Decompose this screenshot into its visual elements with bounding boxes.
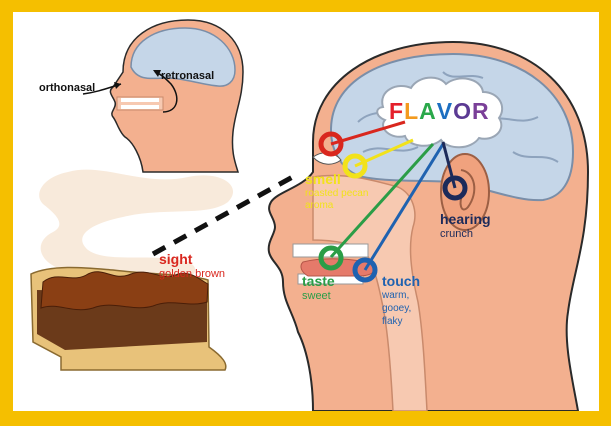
touch-detail-3: flaky [382, 316, 403, 327]
sight-detail: golden brown [159, 268, 225, 280]
hearing-detail: crunch [440, 228, 473, 240]
sight-title: sight [159, 252, 192, 267]
flavor-label: FLAVOR [389, 98, 490, 125]
flavor-letter-a: A [419, 98, 437, 125]
smell-title: smell [305, 172, 341, 187]
hearing-title: hearing [440, 212, 491, 227]
diagram-canvas: orthonasal retronasal FLAVOR sight golde… [13, 12, 599, 411]
pie-slice [31, 268, 226, 371]
smell-detail-2: aroma [305, 200, 333, 211]
diagram-graphics [13, 12, 599, 411]
small-teeth [121, 98, 159, 102]
small-head [83, 20, 243, 172]
touch-detail-1: warm, [382, 290, 409, 301]
small-teeth-lower [121, 105, 159, 109]
flavor-letter-v: V [437, 98, 453, 125]
touch-detail-2: gooey, [382, 303, 411, 314]
touch-title: touch [382, 274, 420, 289]
flavor-letter-o: O [453, 98, 472, 125]
flavor-letter-r: R [472, 98, 490, 125]
flavor-letter-f: F [389, 98, 404, 125]
retronasal-label: retronasal [161, 70, 214, 82]
taste-detail: sweet [302, 290, 331, 302]
flavor-letter-l: L [404, 98, 419, 125]
taste-title: taste [302, 274, 335, 289]
smell-detail-1: roasted pecan [305, 188, 368, 199]
orthonasal-label: orthonasal [39, 82, 95, 94]
